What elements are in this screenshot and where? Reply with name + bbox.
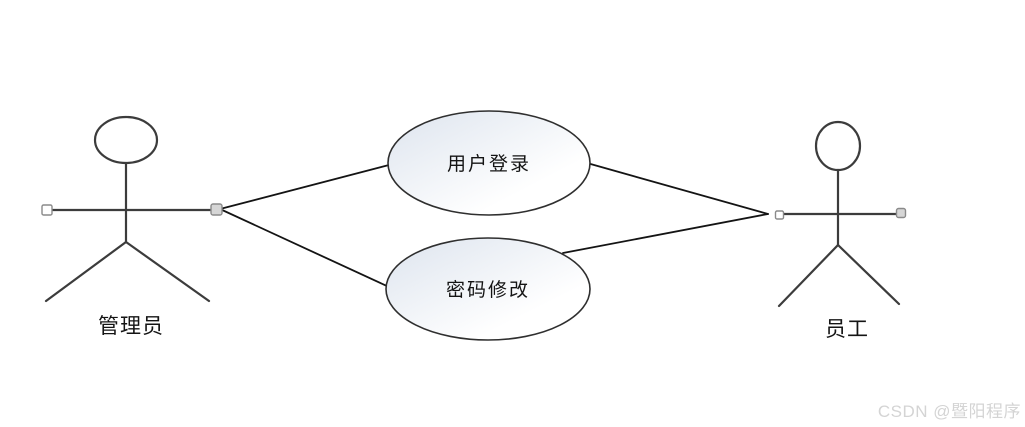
association-login-employee <box>586 162 769 215</box>
use-case-login-ellipse <box>387 110 591 216</box>
actor-admin-figure-icon <box>41 115 223 303</box>
actor-employee-label: 员工 <box>825 318 869 341</box>
actor-employee-leg-left <box>777 243 840 308</box>
resize-handle-employee-left <box>774 210 785 220</box>
use-case-shapes <box>385 110 591 341</box>
actor-admin-head <box>93 115 159 165</box>
resize-handle-admin-right <box>210 203 223 216</box>
use-case-password-label: 密码修改 <box>446 279 530 301</box>
actor-employee-head <box>814 120 862 172</box>
association-admin-login <box>219 164 390 210</box>
actor-admin-leg-right <box>124 240 211 303</box>
use-case-login-label: 用户登录 <box>447 153 531 175</box>
resize-handle-admin-left <box>41 204 53 216</box>
actor-employee-leg-right <box>836 243 901 306</box>
actor-employee-figure-icon <box>774 120 907 308</box>
resize-handle-employee-right <box>895 207 907 219</box>
actor-admin-label: 管理员 <box>98 315 164 338</box>
actor-admin-leg-left <box>44 240 128 303</box>
association-password-employee <box>562 213 769 254</box>
use-case-password-ellipse <box>385 237 591 341</box>
association-admin-password <box>219 208 390 288</box>
csdn-watermark: CSDN @暨阳程序 <box>877 402 1021 421</box>
association-lines <box>219 162 769 288</box>
